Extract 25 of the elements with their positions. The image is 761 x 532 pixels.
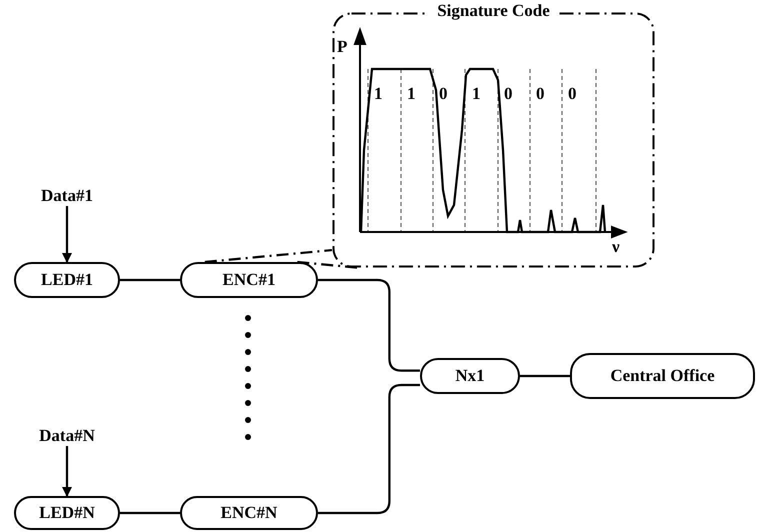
process-box: LED#N	[14, 496, 120, 530]
input-label: Data#1	[32, 186, 102, 206]
process-box: Nx1	[420, 358, 520, 394]
process-box: LED#1	[14, 262, 120, 298]
connector-line	[120, 512, 180, 514]
bit-label: 0	[568, 85, 576, 102]
leader-line	[204, 248, 332, 264]
bit-label: 0	[439, 85, 448, 102]
connector-line	[318, 278, 420, 372]
bit-label: 1	[472, 85, 480, 102]
bit-label: 0	[504, 85, 512, 102]
axis-label: ν	[612, 238, 620, 255]
arrow	[62, 206, 72, 263]
input-label: Data#N	[32, 426, 102, 446]
axis-label: P	[337, 38, 348, 55]
connector-line	[318, 384, 420, 514]
bit-label: 0	[536, 85, 544, 102]
process-box: Central Office	[570, 353, 755, 399]
bit-label: 1	[374, 85, 382, 102]
process-box: ENC#N	[180, 496, 318, 530]
connector-line	[520, 374, 570, 378]
bit-label: 1	[407, 85, 416, 102]
arrow	[62, 446, 72, 497]
connector-line	[120, 278, 180, 282]
process-box: ENC#1	[180, 262, 318, 298]
